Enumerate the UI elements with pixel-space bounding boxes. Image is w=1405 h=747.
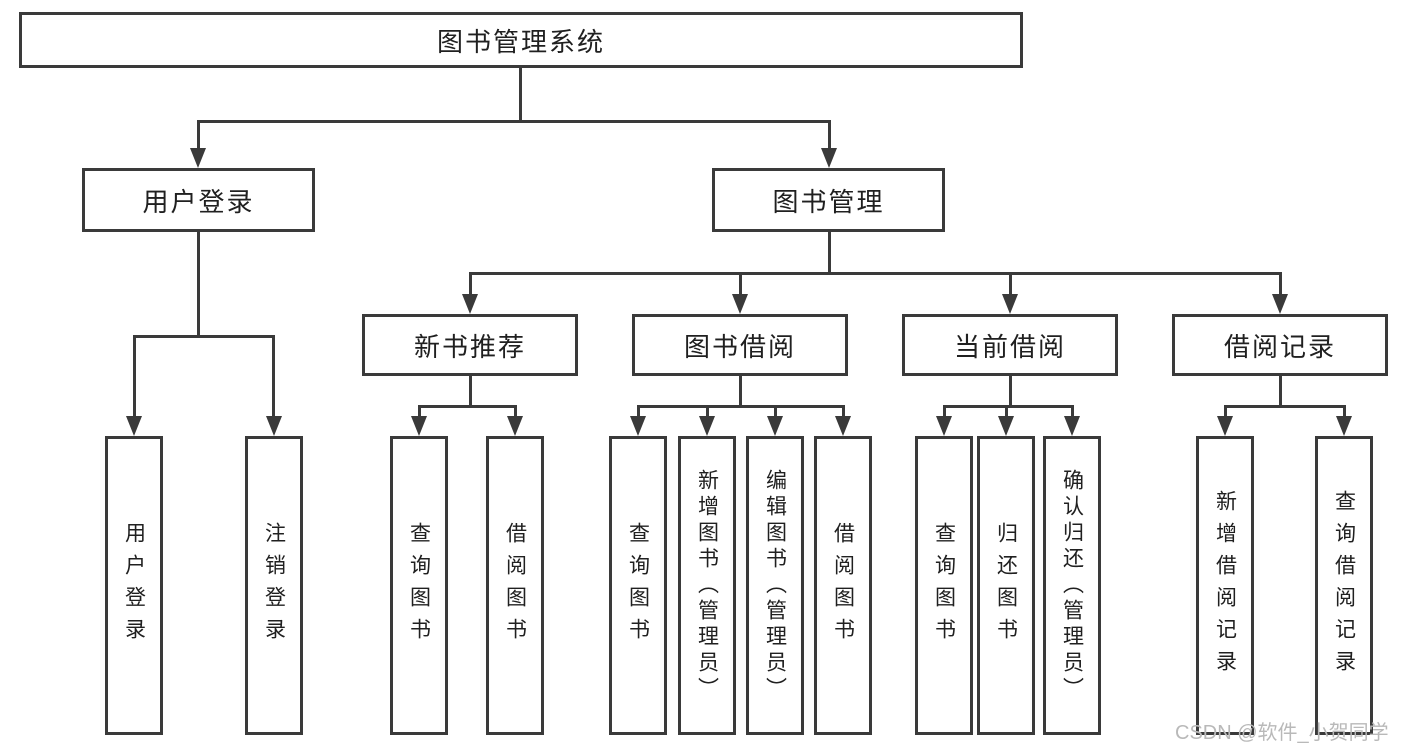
connector-line — [197, 120, 831, 123]
connector-line — [1005, 405, 1008, 418]
leaf-confirm-return-admin: 确认归还（管理员） — [1043, 436, 1101, 735]
node-label: 图书管理系统 — [436, 26, 605, 57]
connector-line — [1009, 272, 1012, 298]
connector-line — [943, 405, 946, 418]
connector-line — [706, 405, 709, 418]
leaf-borrow-books-recommend: 借阅图书 — [486, 436, 544, 735]
connector-line — [197, 232, 200, 335]
arrowhead-down — [1272, 294, 1288, 314]
leaf-borrow-books: 借阅图书 — [814, 436, 872, 735]
connector-line — [418, 405, 517, 408]
connector-line — [133, 335, 136, 418]
node-label: 图书管理 — [772, 186, 885, 217]
arrowhead-down — [266, 416, 282, 436]
connector-line — [418, 405, 421, 418]
node-label: 用户登录 — [142, 186, 255, 217]
connector-line — [1279, 272, 1282, 298]
node-book-borrow: 图书借阅 — [632, 314, 848, 376]
arrowhead-down — [630, 416, 646, 436]
connector-line — [637, 405, 640, 418]
node-label: 新增图书（管理员） — [695, 468, 719, 703]
arrowhead-down — [1336, 416, 1352, 436]
connector-line — [469, 272, 1281, 275]
node-label: 新增借阅记录 — [1213, 489, 1237, 682]
node-label: 查询图书 — [932, 521, 956, 650]
arrowhead-down — [126, 416, 142, 436]
connector-line — [133, 335, 275, 338]
arrowhead-down — [699, 416, 715, 436]
leaf-query-books-borrow: 查询图书 — [609, 436, 667, 735]
connector-line — [774, 405, 777, 418]
node-library-management-system: 图书管理系统 — [19, 12, 1023, 68]
connector-line — [469, 376, 472, 405]
leaf-add-books-admin: 新增图书（管理员） — [678, 436, 736, 735]
arrowhead-down — [190, 148, 206, 168]
arrowhead-down — [507, 416, 523, 436]
node-label: 查询图书 — [626, 521, 650, 650]
connector-line — [1343, 405, 1346, 418]
leaf-return-books: 归还图书 — [977, 436, 1035, 735]
connector-line — [1071, 405, 1074, 418]
node-new-book-recommend: 新书推荐 — [362, 314, 578, 376]
node-book-management: 图书管理 — [712, 168, 945, 232]
connector-line — [739, 272, 742, 298]
connector-line — [943, 405, 1074, 408]
arrowhead-down — [732, 294, 748, 314]
leaf-edit-books-admin: 编辑图书（管理员） — [746, 436, 804, 735]
node-label: 用户登录 — [122, 521, 146, 650]
node-label: 借阅记录 — [1223, 331, 1336, 362]
node-label: 归还图书 — [994, 521, 1018, 650]
connector-line — [1279, 376, 1282, 405]
leaf-add-borrow-record: 新增借阅记录 — [1196, 436, 1254, 735]
node-label: 借阅图书 — [503, 521, 527, 650]
watermark: CSDN @软件_小贺同学 — [1175, 722, 1389, 744]
leaf-query-borrow-record: 查询借阅记录 — [1315, 436, 1373, 735]
connector-line — [272, 335, 275, 418]
arrowhead-down — [821, 148, 837, 168]
node-label: 当前借阅 — [953, 331, 1066, 362]
arrowhead-down — [462, 294, 478, 314]
node-label: 借阅图书 — [831, 521, 855, 650]
leaf-logout: 注销登录 — [245, 436, 303, 735]
leaf-query-books-recommend: 查询图书 — [390, 436, 448, 735]
connector-line — [1224, 405, 1346, 408]
connector-line — [1224, 405, 1227, 418]
connector-line — [197, 120, 200, 150]
node-label: 确认归还（管理员） — [1060, 468, 1084, 703]
node-label: 查询借阅记录 — [1332, 489, 1356, 682]
node-user-login: 用户登录 — [82, 168, 315, 232]
arrowhead-down — [767, 416, 783, 436]
node-label: 注销登录 — [262, 521, 286, 650]
arrowhead-down — [998, 416, 1014, 436]
connector-line — [514, 405, 517, 418]
leaf-query-books-current: 查询图书 — [915, 436, 973, 735]
connector-line — [469, 272, 472, 298]
node-borrow-records: 借阅记录 — [1172, 314, 1388, 376]
node-label: 图书借阅 — [683, 331, 796, 362]
arrowhead-down — [835, 416, 851, 436]
connector-line — [519, 68, 522, 120]
node-current-borrow: 当前借阅 — [902, 314, 1118, 376]
connector-line — [739, 376, 742, 405]
connector-line — [1009, 376, 1012, 405]
leaf-user-login: 用户登录 — [105, 436, 163, 735]
connector-line — [842, 405, 845, 418]
connector-line — [828, 120, 831, 150]
connector-line — [828, 232, 831, 272]
arrowhead-down — [936, 416, 952, 436]
node-label: 查询图书 — [407, 521, 431, 650]
node-label: 新书推荐 — [413, 331, 526, 362]
arrowhead-down — [1217, 416, 1233, 436]
arrowhead-down — [411, 416, 427, 436]
arrowhead-down — [1064, 416, 1080, 436]
arrowhead-down — [1002, 294, 1018, 314]
node-label: 编辑图书（管理员） — [763, 468, 787, 703]
connector-line — [637, 405, 845, 408]
